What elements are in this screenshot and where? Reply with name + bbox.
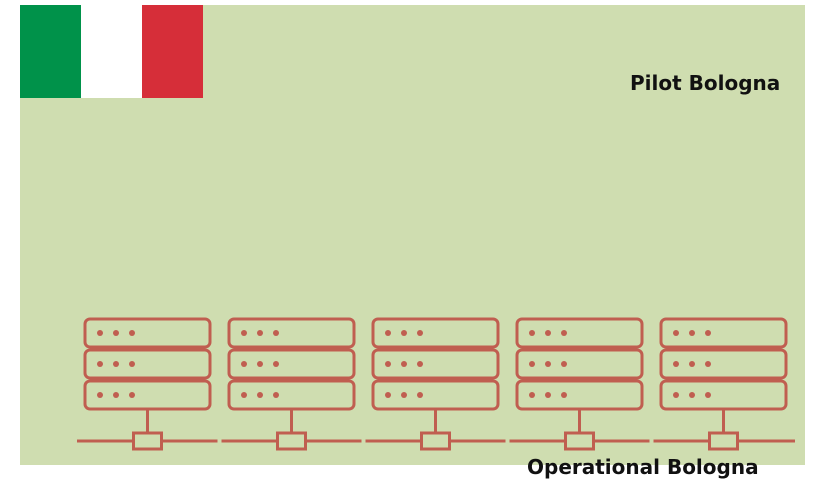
server-led-dot [241, 330, 247, 336]
server-unit [227, 379, 356, 411]
server-led-dot [385, 361, 391, 367]
server-led-dot [705, 392, 711, 398]
server-led-dot [401, 392, 407, 398]
flag-stripe-white [81, 5, 142, 98]
server-led-dot [97, 361, 103, 367]
server-led-dot [673, 330, 679, 336]
server-led-dot [129, 330, 135, 336]
server-led-dot [241, 361, 247, 367]
server-unit [515, 379, 644, 411]
server-led-dot [545, 392, 551, 398]
server-led-dot [129, 361, 135, 367]
server-led-dot [417, 361, 423, 367]
server-led-dot [673, 392, 679, 398]
server-unit [371, 317, 500, 349]
network-node-box [708, 431, 739, 451]
server-led-dot [689, 392, 695, 398]
server-led-dot [705, 361, 711, 367]
server-led-dot [257, 392, 263, 398]
server-unit [659, 379, 788, 411]
server-led-dot [561, 361, 567, 367]
server-unit [515, 317, 644, 349]
server-unit [515, 348, 644, 380]
server-led-dot [705, 330, 711, 336]
server-led-dot [241, 392, 247, 398]
flag-stripe-red [142, 5, 203, 98]
server-led-dot [273, 392, 279, 398]
server-led-dot [417, 392, 423, 398]
operational-bologna-label: Operational Bologna [527, 455, 759, 479]
server-led-dot [673, 361, 679, 367]
server-led-dot [385, 330, 391, 336]
network-node-box [564, 431, 595, 451]
server-led-dot [529, 392, 535, 398]
server-led-dot [529, 361, 535, 367]
server-led-dot [273, 361, 279, 367]
server-led-dot [97, 392, 103, 398]
server-led-dot [257, 330, 263, 336]
server-unit [227, 317, 356, 349]
server-led-dot [113, 361, 119, 367]
server-unit [659, 317, 788, 349]
server-led-dot [113, 392, 119, 398]
server-unit [659, 348, 788, 380]
network-node-box [276, 431, 307, 451]
server-led-dot [417, 330, 423, 336]
server-unit [371, 348, 500, 380]
server-led-dot [257, 361, 263, 367]
server-led-dot [273, 330, 279, 336]
server-unit [83, 379, 212, 411]
server-led-dot [689, 361, 695, 367]
server-led-dot [545, 361, 551, 367]
pilot-bologna-label: Pilot Bologna [630, 71, 781, 95]
server-led-dot [401, 330, 407, 336]
server-unit [83, 348, 212, 380]
server-led-dot [97, 330, 103, 336]
server-led-dot [689, 330, 695, 336]
server-unit [371, 379, 500, 411]
network-node-box [420, 431, 451, 451]
server-led-dot [401, 361, 407, 367]
flag-stripe-green [20, 5, 81, 98]
server-unit [83, 317, 212, 349]
server-led-dot [529, 330, 535, 336]
server-led-dot [129, 392, 135, 398]
server-led-dot [545, 330, 551, 336]
server-led-dot [561, 330, 567, 336]
server-unit [227, 348, 356, 380]
server-led-dot [113, 330, 119, 336]
network-node-box [132, 431, 163, 451]
server-led-dot [385, 392, 391, 398]
italy-flag-icon [20, 5, 203, 98]
server-led-dot [561, 392, 567, 398]
